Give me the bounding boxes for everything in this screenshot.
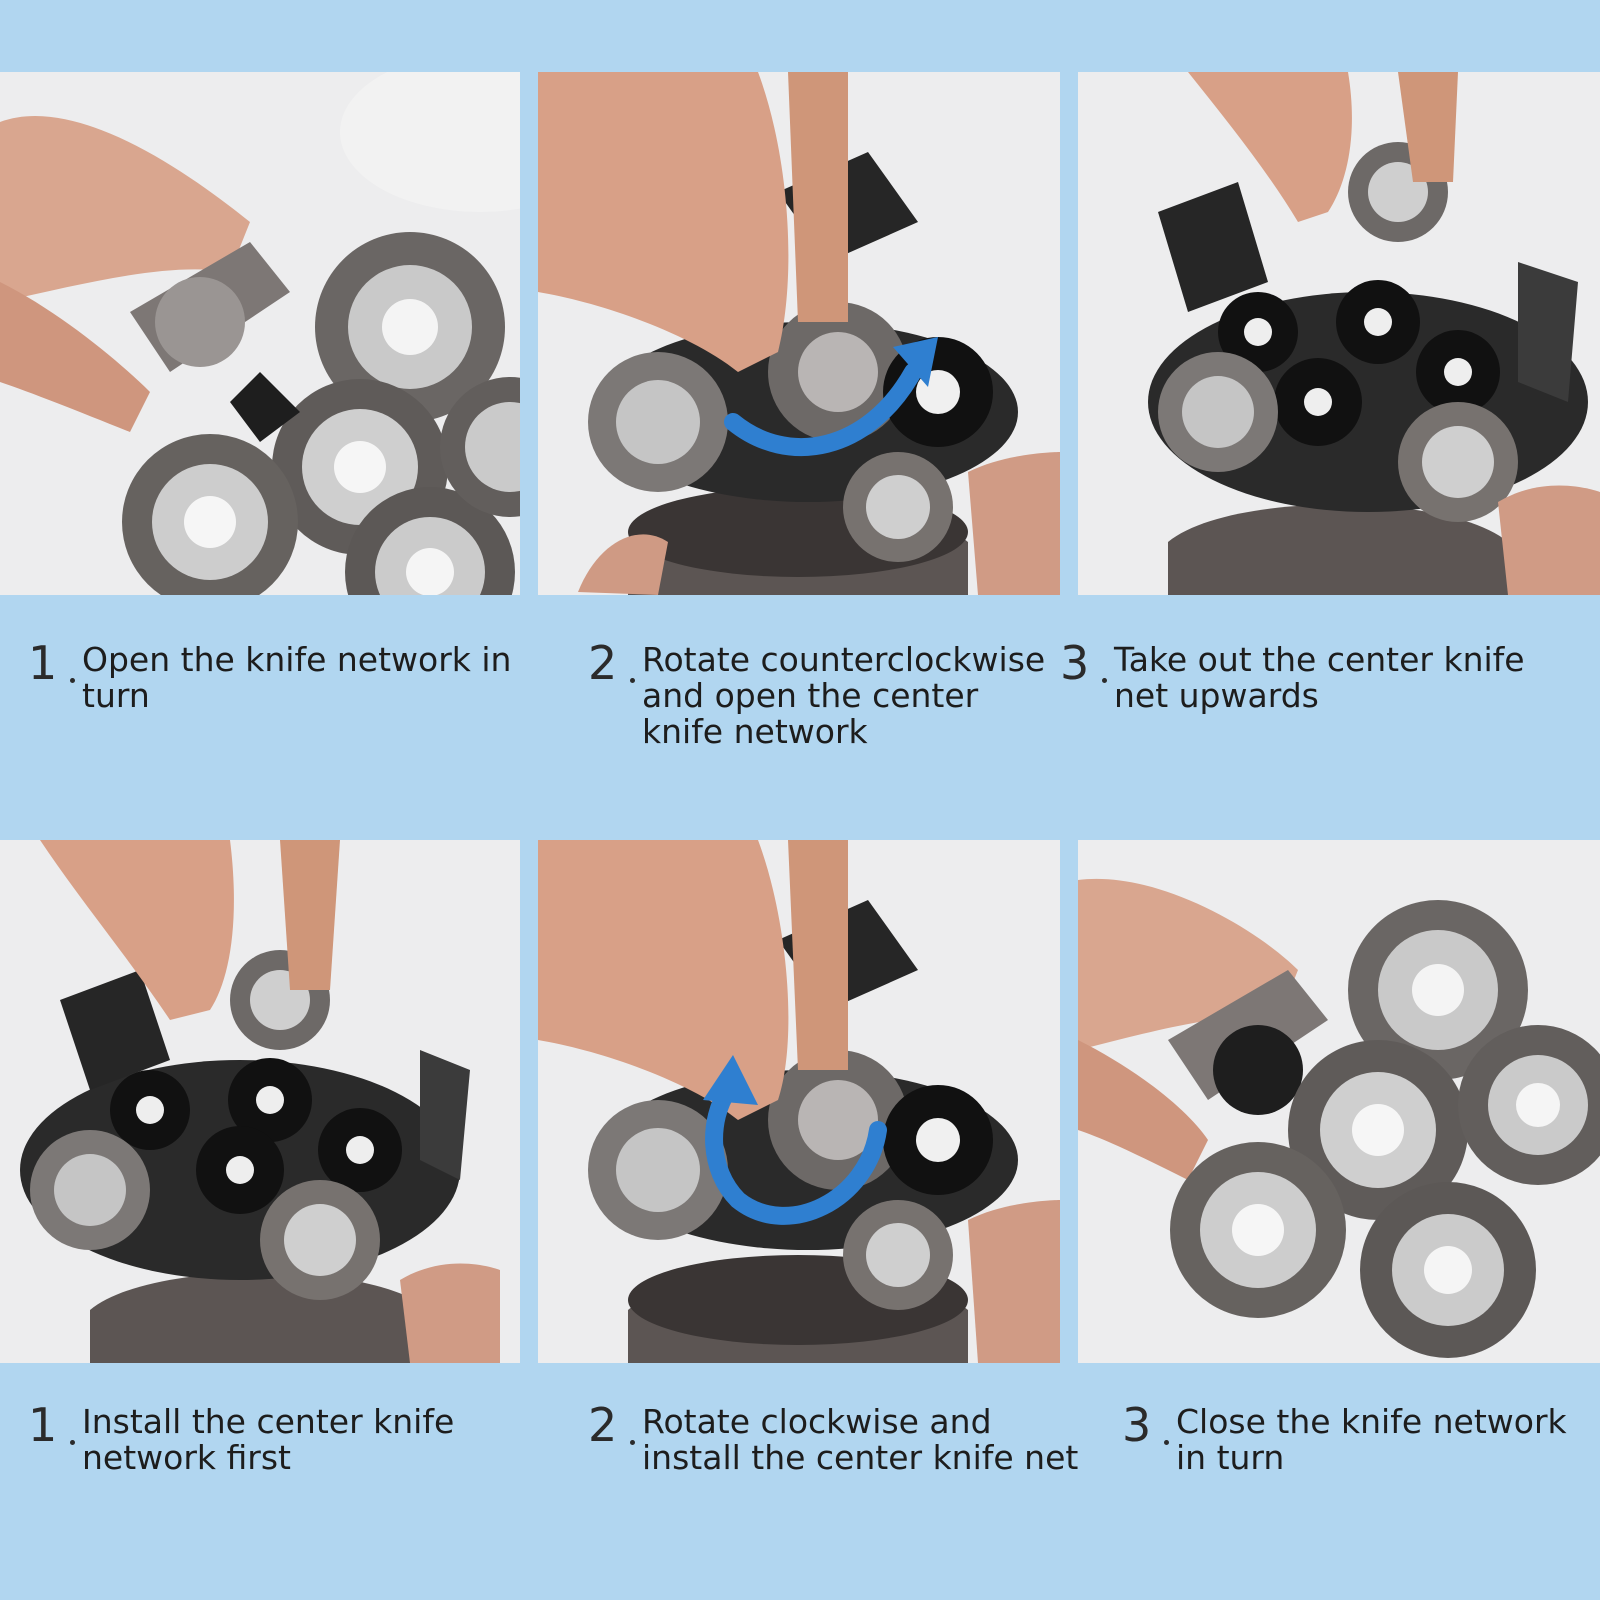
step-text: Rotate clockwise and install the center … xyxy=(642,1402,1079,1477)
step-photo-install-center-net xyxy=(0,840,520,1363)
step-photo-take-out-center-net xyxy=(1078,72,1600,595)
step-caption: 1 Open the knife network in turn xyxy=(28,634,528,754)
step-caption: 3 Take out the center knife net upwards xyxy=(1060,634,1580,754)
step-caption: 3 Close the knife network in turn xyxy=(1122,1396,1592,1516)
step-number: 2 xyxy=(588,636,618,690)
step-photo-close-knife-network xyxy=(1078,840,1600,1363)
step-number: 1 xyxy=(28,1398,58,1452)
step-caption: 1 Install the center knife network first xyxy=(28,1396,528,1516)
step-number: 1 xyxy=(28,636,58,690)
step-dot xyxy=(630,678,635,683)
step-photo-open-knife-network xyxy=(0,72,520,595)
step-number: 3 xyxy=(1122,1398,1152,1452)
step-dot xyxy=(70,678,75,683)
step-photo-rotate-clockwise xyxy=(538,840,1060,1363)
step-text: Rotate counterclockwise and open the cen… xyxy=(642,640,1046,751)
step-text: Install the center knife network first xyxy=(82,1402,455,1477)
step-text: Take out the center knife net upwards xyxy=(1114,640,1525,715)
step-dot xyxy=(630,1440,635,1445)
step-dot xyxy=(1102,678,1107,683)
step-photo-rotate-counterclockwise xyxy=(538,72,1060,595)
step-text: Open the knife network in turn xyxy=(82,640,512,715)
step-dot xyxy=(1164,1440,1169,1445)
step-text: Close the knife network in turn xyxy=(1176,1402,1567,1477)
step-caption: 2 Rotate clockwise and install the cente… xyxy=(588,1396,1088,1516)
step-number: 2 xyxy=(588,1398,618,1452)
step-number: 3 xyxy=(1060,636,1090,690)
step-dot xyxy=(70,1440,75,1445)
step-caption: 2 Rotate counterclockwise and open the c… xyxy=(588,634,1058,754)
